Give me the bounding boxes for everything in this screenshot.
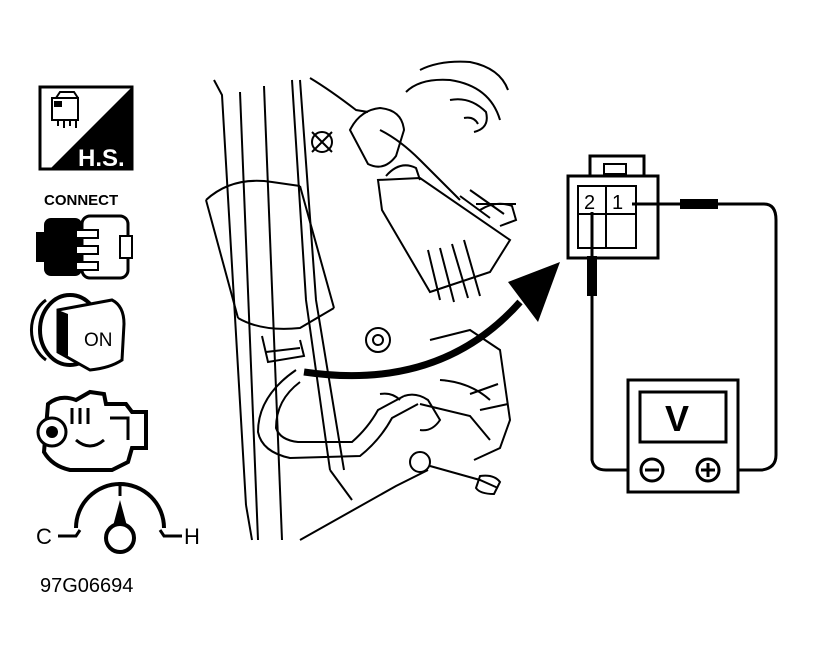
figure-id: 97G06694 [40, 575, 133, 597]
voltmeter-display: V [665, 398, 689, 439]
connector-pin-1: 1 [612, 192, 623, 214]
meter-probe-leads [587, 199, 778, 472]
wiring-harness-icon: H.S. [38, 85, 134, 172]
connect-label: CONNECT [44, 192, 118, 209]
engine-icon [36, 389, 148, 472]
harness-badge-label: H.S. [78, 145, 125, 172]
connector-pin-2: 2 [584, 192, 595, 214]
temperature-gauge-icon: C H [36, 482, 200, 554]
pointer-arrow [303, 262, 560, 380]
ignition-key-icon: ON [30, 293, 126, 372]
gauge-cold-label: C [36, 524, 52, 549]
connector-pinout: 2 1 [566, 154, 660, 260]
connector-icon [36, 214, 133, 280]
voltmeter: V [626, 378, 740, 494]
engine-bay-illustration [205, 60, 518, 541]
gauge-hot-label: H [184, 524, 200, 549]
ignition-on-label: ON [84, 330, 113, 351]
plus-icon [701, 463, 715, 477]
